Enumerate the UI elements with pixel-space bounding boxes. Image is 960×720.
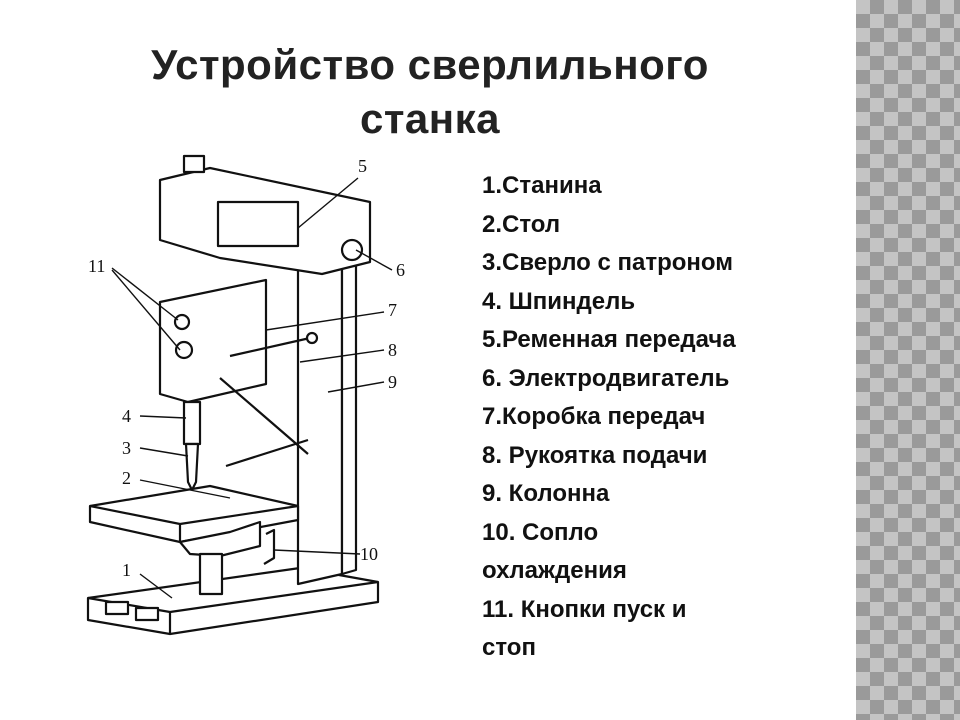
callout-leader [299, 349, 385, 363]
parts-legend: 1.Станина 2.Стол 3.Сверло с патроном 4. … [482, 167, 842, 668]
callout-1: 1 [122, 560, 131, 580]
callout-5: 5 [358, 156, 367, 176]
table-top-edge [89, 504, 299, 542]
callout-leader [111, 267, 179, 321]
callout-leader [265, 311, 385, 331]
motor-pulley [340, 238, 364, 262]
callout-4: 4 [122, 406, 131, 426]
gearbox-shape [158, 278, 268, 404]
base-slot [104, 600, 130, 616]
callout-10: 10 [360, 544, 378, 564]
legend-item: 3.Сверло с патроном [482, 249, 733, 276]
legend-item: 11. Кнопки пуск и стоп [482, 595, 687, 662]
legend-item: 1.Станина [482, 172, 602, 199]
callout-2: 2 [122, 468, 131, 488]
callout-6: 6 [396, 260, 405, 280]
callout-leader [327, 381, 385, 393]
callout-8: 8 [388, 340, 397, 360]
top-cap [182, 154, 206, 174]
legend-item: 6. Электродвигатель [482, 364, 730, 392]
decorative-side-pattern [856, 0, 960, 720]
feed-handle [219, 336, 311, 468]
button-start [173, 313, 191, 331]
legend-item: 9. Колонна [482, 480, 610, 507]
callout-leader [297, 177, 359, 229]
button-stop [174, 340, 194, 360]
slide-title: Устройство сверлильного станка [151, 41, 709, 142]
drill-bit [184, 442, 200, 492]
callout-leader [139, 415, 187, 419]
legend-item: 10. Сопло охлаждения [482, 518, 627, 585]
callout-11: 11 [88, 256, 105, 276]
legend-item: 4. Шпиндель [482, 287, 636, 315]
callout-leader [139, 573, 173, 599]
spindle [182, 400, 202, 446]
callout-7: 7 [388, 300, 397, 320]
table-bracket [178, 520, 262, 558]
legend-item: 8. Рукоятка подачи [482, 441, 708, 469]
legend-item: 7.Коробка передач [482, 403, 706, 430]
table-post [198, 552, 224, 596]
belt-cover-window [216, 200, 300, 248]
callout-9: 9 [388, 372, 397, 392]
column-shape [296, 236, 344, 586]
base-slot [134, 606, 160, 622]
callout-leader [139, 447, 189, 457]
callout-3: 3 [122, 438, 131, 458]
callout-leader [139, 479, 231, 499]
coolant-nozzle [263, 528, 276, 565]
base-shape [86, 566, 380, 636]
callout-leader [355, 249, 393, 271]
callout-leader [111, 269, 181, 351]
legend-item: 5.Ременная передача [482, 326, 736, 353]
callout-leader [273, 549, 361, 555]
drill-press-diagram: 1 2 3 4 5 6 7 8 9 10 11 [86, 154, 405, 636]
column-side [340, 236, 358, 576]
legend-item: 2.Стол [482, 210, 561, 238]
feed-handle-knob [305, 331, 319, 345]
